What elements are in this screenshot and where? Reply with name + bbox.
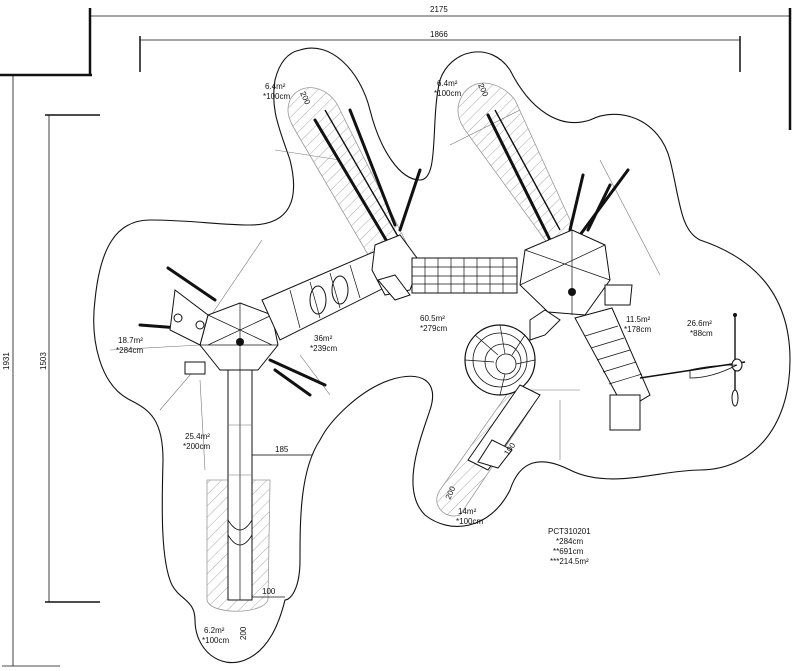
product-height: *284cm xyxy=(556,537,583,546)
zone-label-7: 26.6m² *88cm xyxy=(687,319,713,338)
zone-label-5: 60.5m² *279cm xyxy=(420,314,447,333)
svg-text:6.4m²: 6.4m² xyxy=(265,82,286,91)
slide-exit-1-dim: 100 xyxy=(262,587,276,596)
product-info: PCT310201 *284cm **691cm ***214.5m² xyxy=(548,527,591,566)
svg-text:*100cm: *100cm xyxy=(202,636,229,645)
net-bridge xyxy=(411,257,518,294)
svg-text:36m²: 36m² xyxy=(314,334,333,343)
dimension-overall-width: 2175 xyxy=(0,5,792,130)
zone-label-10: 6.2m² *100cm xyxy=(202,626,229,645)
product-code: PCT310201 xyxy=(548,527,591,536)
svg-text:60.5m²: 60.5m² xyxy=(420,314,445,323)
svg-text:14m²: 14m² xyxy=(458,507,477,516)
overall-height-text: 1931 xyxy=(2,352,11,370)
svg-text:26.6m²: 26.6m² xyxy=(687,319,712,328)
dimension-overall-height: 1931 xyxy=(2,75,60,667)
svg-text:*279cm: *279cm xyxy=(420,324,447,333)
svg-text:*178cm: *178cm xyxy=(624,325,651,334)
center-left-tower xyxy=(371,234,421,301)
svg-text:*100cm: *100cm xyxy=(434,89,461,98)
svg-text:*200cm: *200cm xyxy=(183,442,210,451)
zone-label-1: 6.4m² *100cm xyxy=(263,82,290,101)
right-hex-deck xyxy=(519,229,633,316)
overall-width-text: 2175 xyxy=(430,5,448,14)
zone-label-6: 11.5m² *178cm xyxy=(624,315,651,334)
svg-text:6.2m²: 6.2m² xyxy=(204,626,225,635)
safety-zone-outline xyxy=(93,47,791,664)
zone-label-9: 14m² *100cm xyxy=(456,507,483,526)
tube-slide-bottom: 185 100 200 xyxy=(227,369,312,640)
svg-text:6.4m²: 6.4m² xyxy=(437,79,458,88)
slide-offset-dim: 185 xyxy=(275,445,289,454)
inner-width-text: 1866 xyxy=(430,30,448,39)
dimension-inner-height: 1503 xyxy=(39,114,100,603)
product-length: **691cm xyxy=(553,547,584,556)
zone-label-3: 18.7m² *284cm xyxy=(116,336,143,355)
zone-label-8: 25.4m² *200cm xyxy=(183,432,210,451)
svg-text:25.4m²: 25.4m² xyxy=(185,432,210,441)
tunnel-bridge-left xyxy=(261,249,391,341)
left-hex-deck xyxy=(169,289,279,375)
svg-text:*100cm: *100cm xyxy=(456,517,483,526)
slide-end-1-dim: 200 xyxy=(239,626,248,640)
inner-height-text: 1503 xyxy=(39,352,48,370)
svg-text:11.5m²: 11.5m² xyxy=(626,315,651,324)
stairs-right xyxy=(574,307,651,431)
svg-text:*284cm: *284cm xyxy=(116,346,143,355)
svg-text:18.7m²: 18.7m² xyxy=(118,336,143,345)
svg-text:*100cm: *100cm xyxy=(263,92,290,101)
swing-right xyxy=(639,313,746,407)
dimension-inner-width: 1866 xyxy=(139,30,741,72)
spiral-slide xyxy=(464,309,561,396)
zone-label-2: 6.4m² *100cm xyxy=(434,79,461,98)
svg-text:*88cm: *88cm xyxy=(690,329,713,338)
svg-text:*239cm: *239cm xyxy=(310,344,337,353)
zone-label-4: 36m² *239cm xyxy=(310,334,337,353)
ladder-poles xyxy=(138,108,630,397)
product-area: ***214.5m² xyxy=(550,557,589,566)
